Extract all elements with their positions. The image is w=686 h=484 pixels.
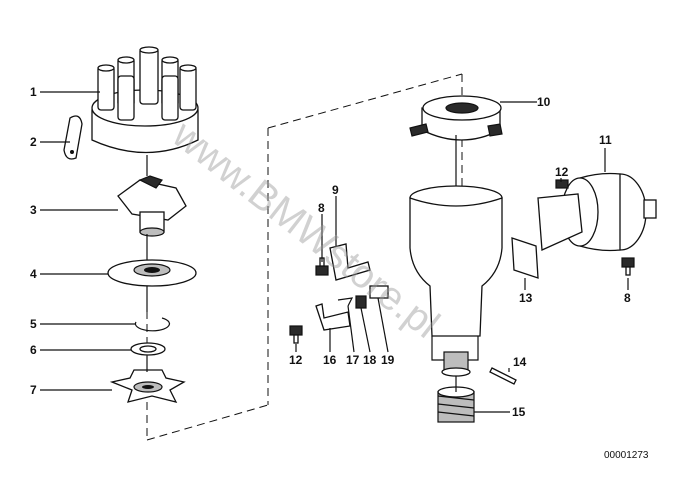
callout-17: 17 [346,353,360,367]
callout-16: 16 [323,353,337,367]
part-rotor [117,175,187,237]
part-bracket-16 [315,303,351,331]
callout-5: 5 [30,317,37,331]
part-screw-12-lower [289,325,303,344]
callout-1: 1 [30,85,37,99]
part-screw-8-right [621,257,635,276]
callout-3: 3 [30,203,37,217]
callout-12-lower: 12 [289,353,303,367]
callout-2: 2 [30,135,37,149]
callout-labels: 1 2 3 4 5 6 7 8 9 10 11 12 13 8 14 15 12… [30,85,631,419]
part-screw-12-upper [555,179,569,189]
part-vacuum-unit [537,172,657,252]
part-contact-19 [369,285,389,299]
part-breaker-plate [409,95,503,141]
callout-8-right: 8 [624,291,631,305]
part-trigger-wheel [109,369,186,403]
callout-12-upper: 12 [555,165,569,179]
assembly-axis-lines [146,135,457,392]
part-drive-gear [437,386,475,423]
part-gasket [511,237,539,279]
part-circlip [134,317,171,332]
callout-9: 9 [332,183,339,197]
diagram-reference-number: 00001273 [604,450,649,461]
callout-19: 19 [381,353,395,367]
callout-leader-lines [40,91,629,413]
callout-10: 10 [537,95,551,109]
part-roll-pin [489,367,517,385]
callout-13: 13 [519,291,533,305]
part-washer [130,342,166,356]
callout-18: 18 [363,353,377,367]
part-distributor-housing [409,185,503,377]
part-retaining-clip [63,115,83,160]
callout-6: 6 [30,343,37,357]
part-bracket-9 [329,243,371,281]
callout-4: 4 [30,267,37,281]
callout-7: 7 [30,383,37,397]
part-spring-17 [337,297,354,307]
callout-8-left: 8 [318,201,325,215]
callout-15: 15 [512,405,526,419]
part-dust-shield [107,259,197,287]
callout-11: 11 [599,133,612,147]
callout-14: 14 [513,355,527,369]
watermark-text: www.BMWstore.pl [164,112,448,347]
part-distributor-cap [91,46,199,154]
